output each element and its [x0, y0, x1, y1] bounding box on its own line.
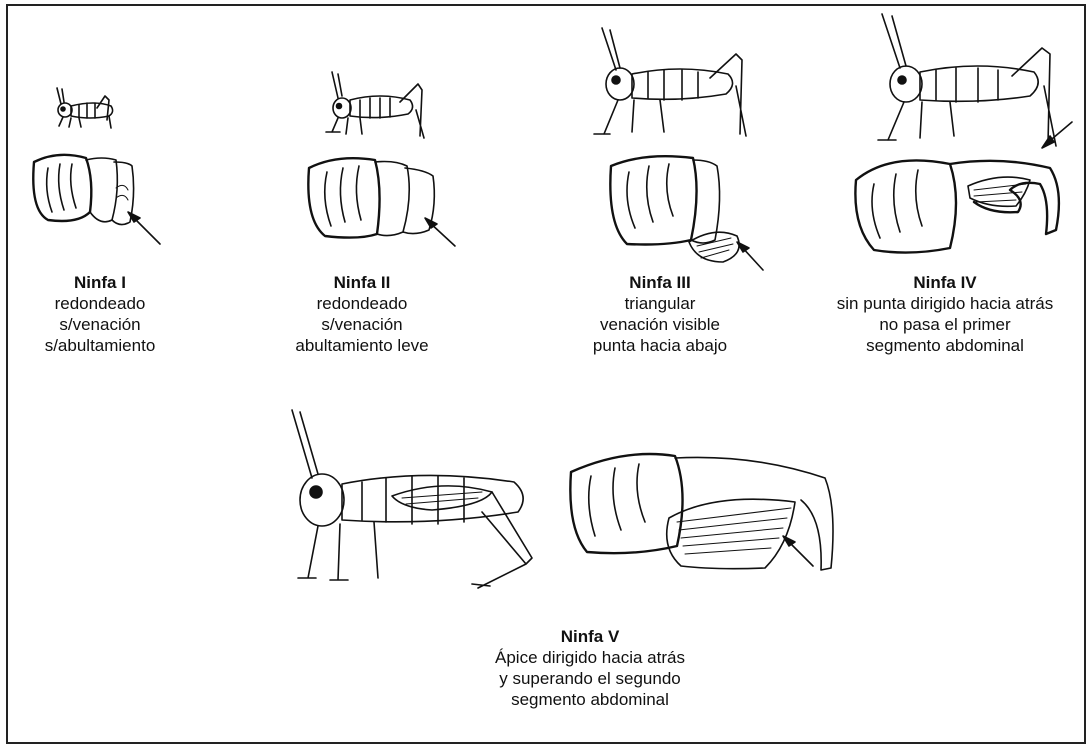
- stage-3-title: Ninfa III: [570, 272, 750, 293]
- stage-3-line-3: punta hacia abajo: [570, 335, 750, 356]
- nymph-1-wing-pad-drawing: [28, 150, 168, 250]
- stage-1-line-1: redondeado: [20, 293, 180, 314]
- stage-2-line-2: s/venación: [272, 314, 452, 335]
- stage-4-caption: Ninfa IV sin punta dirigido hacia atrás …: [810, 272, 1080, 356]
- stage-5-title: Ninfa V: [460, 626, 720, 647]
- nymph-5-grasshopper-drawing: [282, 408, 552, 608]
- stage-2-title: Ninfa II: [272, 272, 452, 293]
- stage-5-line-2: y superando el segundo: [460, 668, 720, 689]
- stage-4-line-3: segmento abdominal: [810, 335, 1080, 356]
- stage-4-title: Ninfa IV: [810, 272, 1080, 293]
- nymph-3-grasshopper-drawing: [590, 26, 760, 140]
- stage-5-line-3: segmento abdominal: [460, 689, 720, 710]
- stage-4-line-2: no pasa el primer: [810, 314, 1080, 335]
- nymph-2-wing-pad-drawing: [303, 150, 473, 254]
- stage-1-title: Ninfa I: [20, 272, 180, 293]
- stage-3-line-2: venación visible: [570, 314, 750, 335]
- stage-1-line-3: s/abultamiento: [20, 335, 180, 356]
- stage-5-caption: Ninfa V Ápice dirigido hacia atrás y sup…: [460, 626, 720, 710]
- nymph-1-grasshopper-drawing: [45, 86, 125, 131]
- stage-1-caption: Ninfa I redondeado s/venación s/abultami…: [20, 272, 180, 356]
- stage-3-caption: Ninfa III triangular venación visible pu…: [570, 272, 750, 356]
- nymph-2-grasshopper-drawing: [318, 70, 438, 146]
- stage-4-line-1: sin punta dirigido hacia atrás: [810, 293, 1080, 314]
- stage-2-line-1: redondeado: [272, 293, 452, 314]
- stage-2-caption: Ninfa II redondeado s/venación abultamie…: [272, 272, 452, 356]
- nymph-5-wing-pad-drawing: [565, 448, 855, 588]
- nymph-4-grasshopper-drawing: [868, 12, 1068, 152]
- stage-3-line-1: triangular: [570, 293, 750, 314]
- nymph-3-wing-pad-drawing: [605, 150, 785, 270]
- nymph-4-wing-pad-drawing: [850, 150, 1070, 260]
- stage-1-line-2: s/venación: [20, 314, 180, 335]
- stage-2-line-3: abultamiento leve: [272, 335, 452, 356]
- stage-5-line-1: Ápice dirigido hacia atrás: [460, 647, 720, 668]
